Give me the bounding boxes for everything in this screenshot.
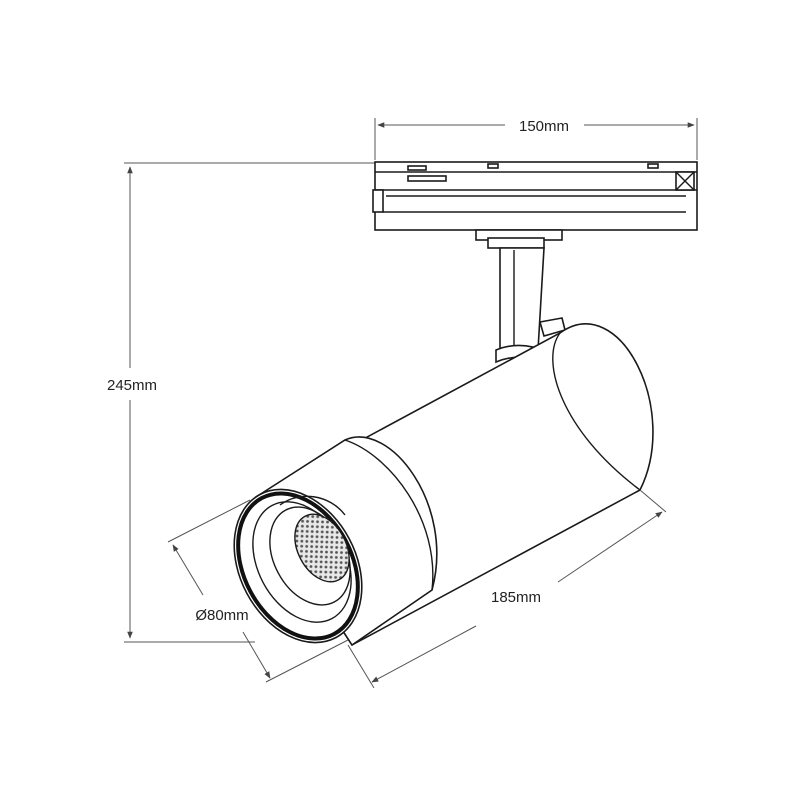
length-label: 185mm [491, 589, 541, 606]
height-label: 245mm [107, 377, 157, 394]
length-dimension: 185mm [347, 489, 667, 689]
width-label: 150mm [519, 118, 569, 135]
lens-honeycomb [294, 513, 350, 583]
width-dimension: 150mm [374, 118, 698, 160]
height-dimension: 245mm [107, 162, 375, 643]
lamp-front [233, 488, 363, 644]
diameter-dimension: Ø80mm [167, 499, 349, 683]
track-adapter [372, 161, 698, 249]
diameter-label: Ø80mm [195, 607, 248, 624]
